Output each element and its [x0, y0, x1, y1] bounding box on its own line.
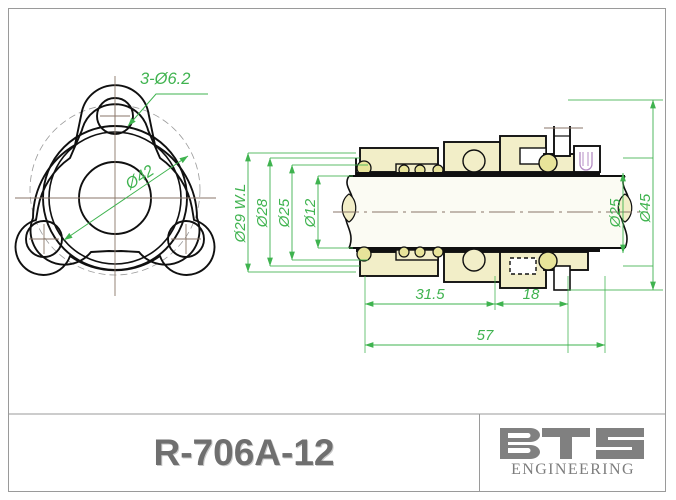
callout-bolt-holes-label: 3-Ø6.2	[140, 70, 190, 88]
dimension-label-d12: Ø12	[302, 198, 319, 228]
housing-base-rail-upper	[356, 172, 600, 176]
shaft-body	[349, 176, 625, 248]
company-subtitle: ENGINEERING	[511, 461, 635, 478]
bolt-hole-lower-left	[25, 220, 63, 258]
set-screw-pocket	[573, 145, 601, 173]
title-block: R-706A-12 ENGINEERING	[9, 414, 665, 491]
dimension-set	[245, 99, 663, 353]
flange-front-view: 3-Ø6.2 Ø42	[14, 70, 216, 296]
callout-bolt-holes: 3-Ø6.2	[127, 70, 208, 127]
o-ring-lower-6	[538, 251, 558, 271]
flange-outer-contour	[29, 84, 201, 266]
dimension-label-18: 18	[523, 286, 540, 303]
technical-drawing-canvas: 3-Ø6.2 Ø42	[8, 8, 666, 492]
o-ring-lower-1	[356, 246, 372, 262]
part-number-cell: R-706A-12	[9, 414, 479, 491]
dimension-label-d29: Ø29 W.L	[232, 184, 249, 244]
break-lens-left	[341, 193, 357, 223]
dimension-label-d45: Ø45	[637, 193, 654, 223]
flange-lobe-outline	[14, 103, 216, 276]
spring-element-icon	[579, 152, 593, 171]
o-ring-lower-5	[462, 248, 486, 272]
o-ring-upper-5	[462, 149, 486, 173]
drive-tab-lower	[553, 265, 571, 291]
o-ring-lower-4	[432, 246, 444, 258]
dimension-label-31-5: 31.5	[415, 286, 445, 303]
dimension-label-d25-right: Ø25	[607, 198, 624, 228]
seal-lower-half	[356, 246, 600, 291]
seal-cross-section	[333, 126, 648, 291]
sheet-border	[8, 8, 666, 492]
part-number-text: R-706A-12	[153, 431, 335, 473]
dimension-label-d25-left: Ø25	[276, 198, 293, 228]
o-ring-lower-2	[398, 246, 410, 258]
o-ring-lower-3	[414, 246, 426, 258]
seal-upper-half	[355, 126, 601, 176]
collar-recess-lower	[509, 257, 537, 275]
dimension-labels: Ø29 W.L Ø28 Ø25 Ø12 Ø25 Ø45 31.5 18 57	[232, 184, 654, 344]
dimension-label-d28: Ø28	[254, 198, 271, 228]
o-ring-upper-6	[538, 153, 558, 173]
bts-logo-icon	[500, 428, 644, 459]
company-logo-cell: ENGINEERING	[479, 414, 666, 491]
dimension-label-57: 57	[477, 327, 494, 344]
